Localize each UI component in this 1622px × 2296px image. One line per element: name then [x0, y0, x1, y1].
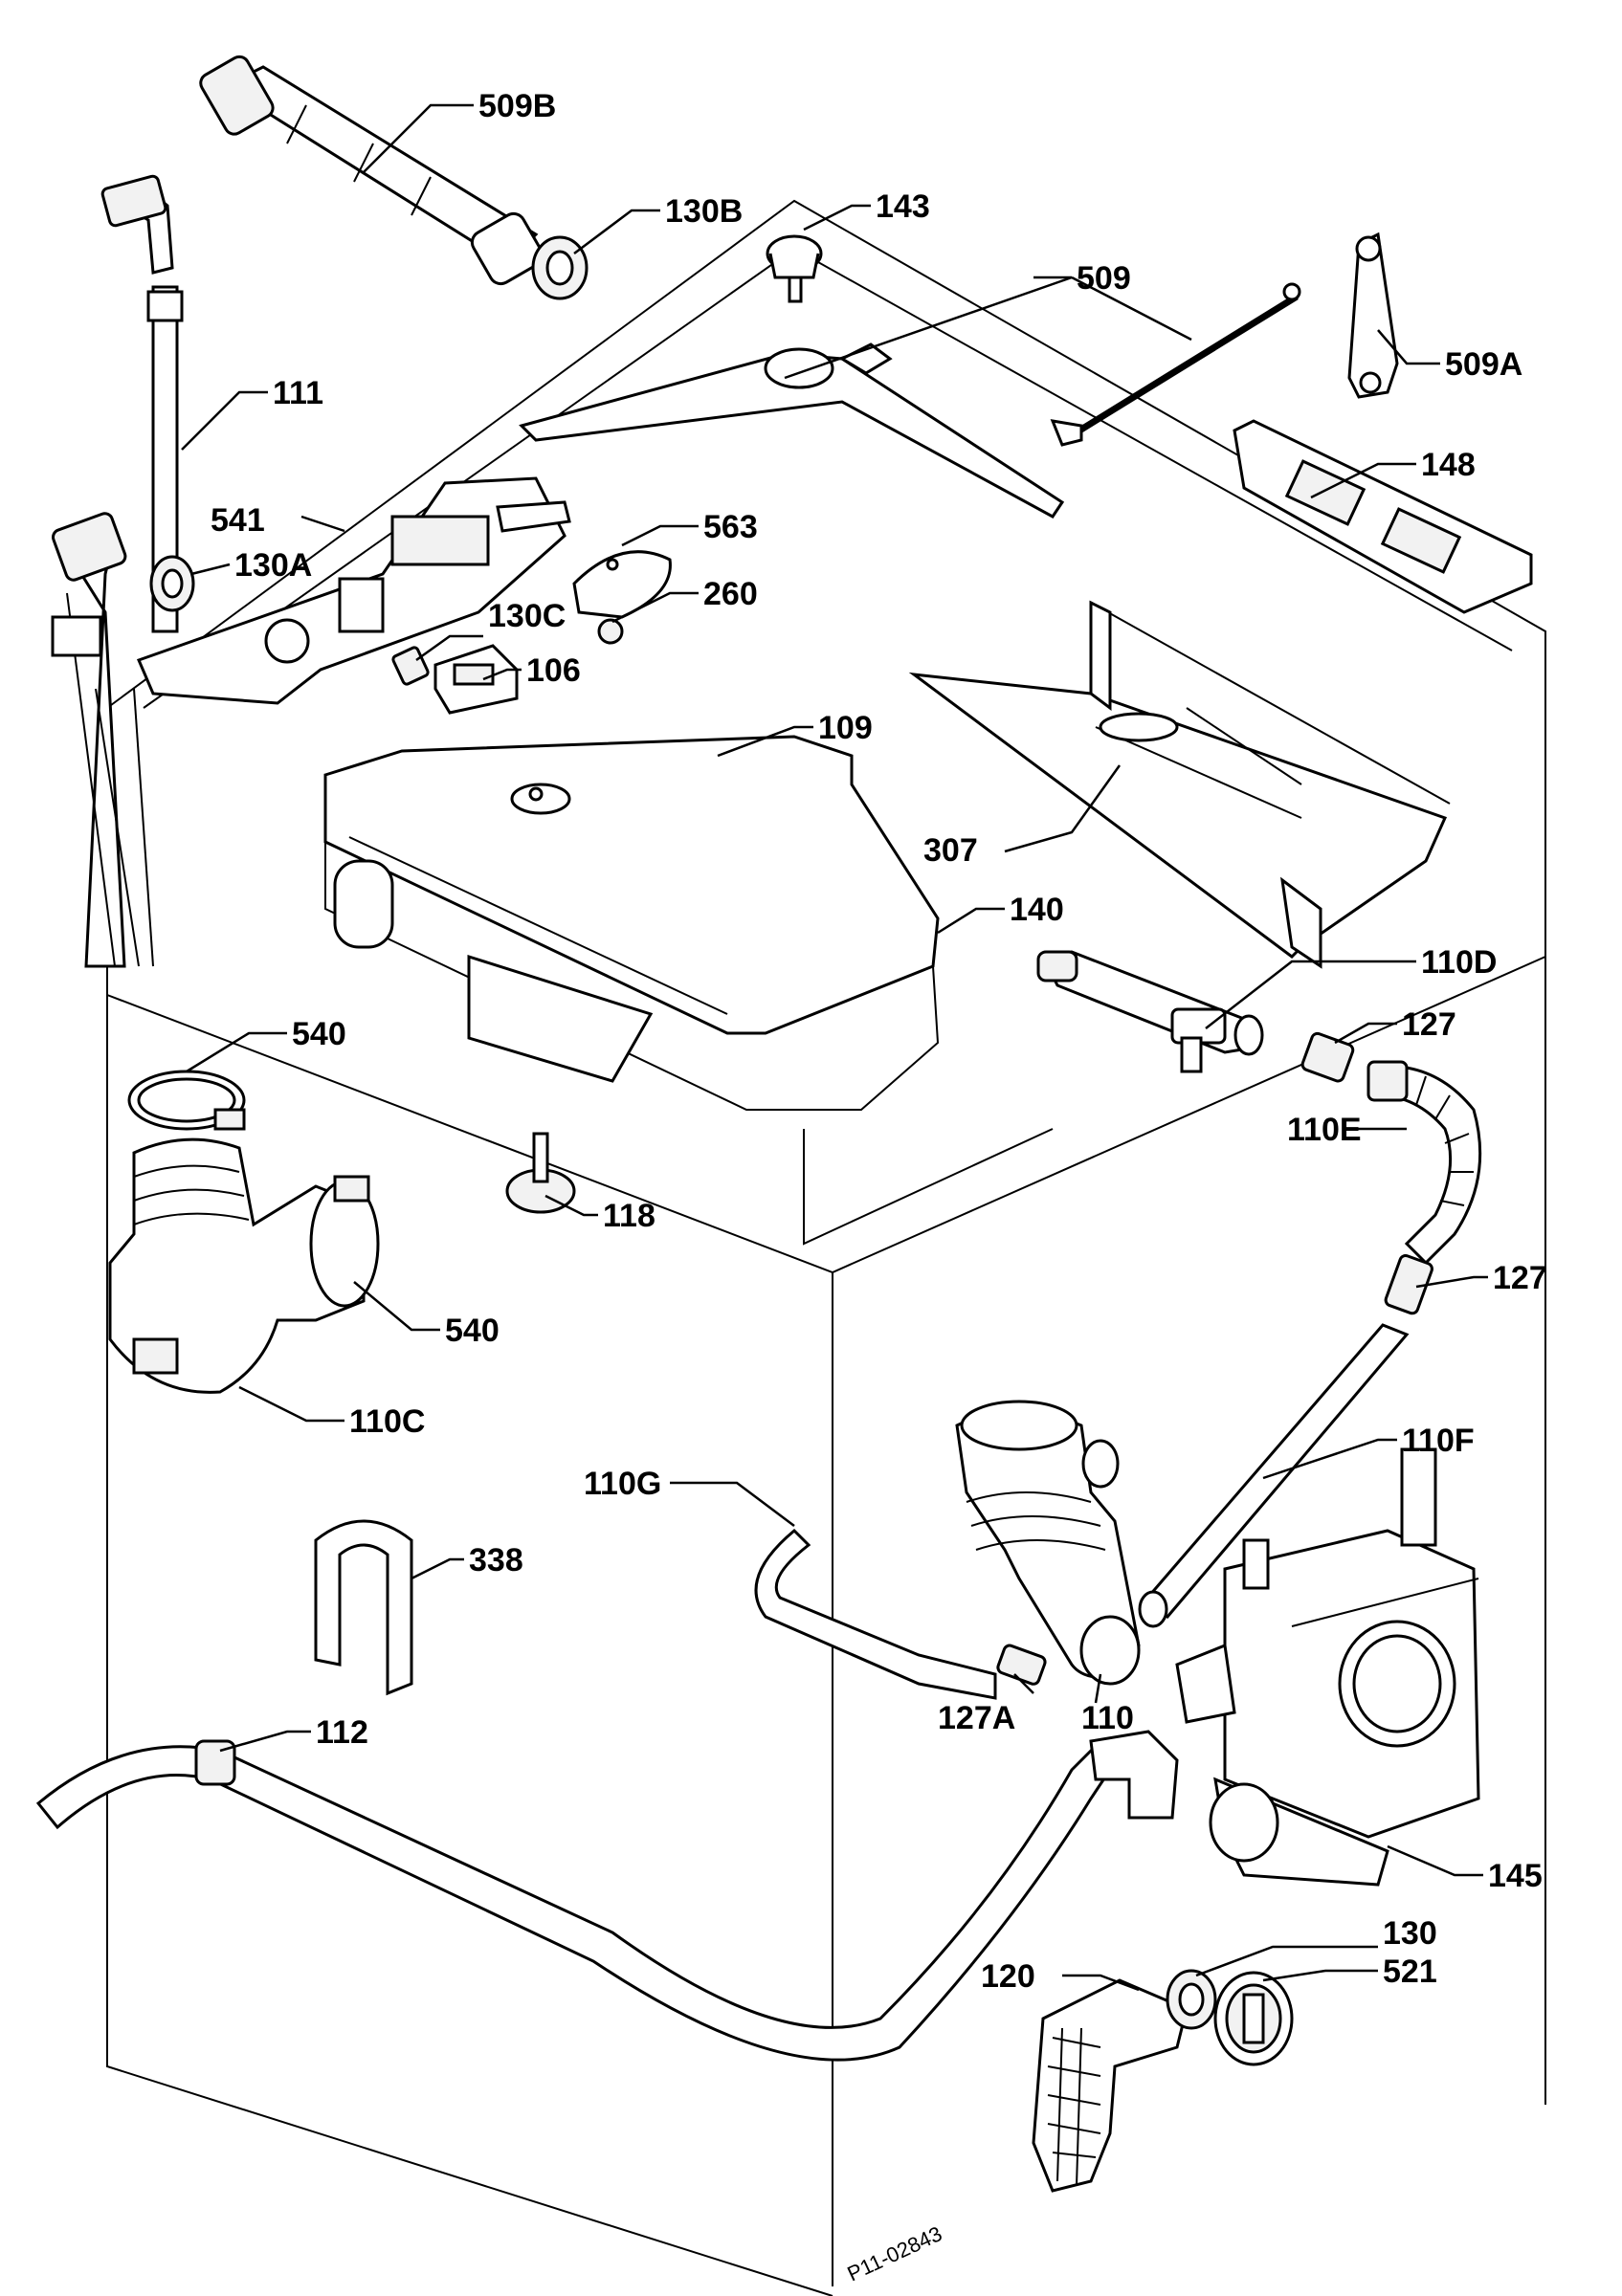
label-338: 338	[469, 1542, 523, 1578]
label-307: 307	[923, 832, 978, 869]
part-110d-t-connector	[1036, 950, 1264, 1073]
label-541: 541	[211, 502, 265, 539]
label-110: 110	[1081, 1700, 1134, 1736]
part-130c-spring	[391, 646, 430, 686]
label-509: 509	[1077, 260, 1131, 297]
label-111: 111	[273, 375, 323, 411]
part-130b-ring	[531, 235, 589, 300]
part-127a-connector	[996, 1644, 1047, 1686]
label-127a: 127A	[938, 1700, 1015, 1736]
label-509a: 509A	[1445, 346, 1522, 383]
part-110e-corrugated-hose	[1366, 1060, 1482, 1266]
label-130: 130	[1383, 1915, 1437, 1952]
label-145: 145	[1488, 1858, 1543, 1894]
label-127-lower: 127	[1493, 1260, 1547, 1296]
label-110c: 110C	[349, 1403, 425, 1440]
label-110g: 110G	[584, 1466, 661, 1502]
part-509-rod	[1050, 282, 1301, 447]
part-338-u-clip	[314, 1519, 413, 1696]
label-130b: 130B	[665, 193, 743, 230]
part-127-upper-connector	[1300, 1031, 1355, 1083]
part-541-valve-bracket	[136, 476, 571, 705]
part-130a-ring	[149, 555, 195, 612]
part-110f-hose	[1138, 1323, 1410, 1628]
label-521: 521	[1383, 1954, 1437, 1990]
label-509b: 509B	[478, 88, 556, 124]
part-106-clip	[433, 644, 519, 715]
part-143-knob	[766, 234, 823, 303]
part-110c-sump-hose	[108, 1137, 366, 1394]
label-110d: 110D	[1421, 944, 1497, 981]
part-145-pump	[1175, 1447, 1480, 1887]
part-120-filter	[1032, 1978, 1189, 2193]
label-540-upper: 540	[292, 1016, 346, 1052]
label-118: 118	[603, 1198, 655, 1234]
label-563: 563	[703, 509, 758, 545]
part-509a-lever	[1347, 232, 1399, 399]
label-130c: 130C	[488, 598, 566, 634]
part-540-upper-clamp	[127, 1070, 246, 1131]
part-111-inlet-hose	[51, 174, 184, 968]
part-127-lower-connector	[1384, 1254, 1433, 1315]
part-labels: 509B 130B 143 509 509A 111 541 130A 563 …	[211, 88, 1547, 1995]
part-118-wheel	[505, 1132, 576, 1214]
part-130-ring	[1166, 1969, 1217, 2030]
part-521-cap	[1213, 1971, 1294, 2066]
part-110-sump-elbow	[955, 1400, 1141, 1686]
label-143: 143	[876, 188, 930, 225]
label-130a: 130A	[234, 547, 312, 584]
part-112-drain-hose	[35, 1730, 1179, 2062]
label-110f: 110F	[1402, 1423, 1475, 1459]
leader-lines	[181, 103, 1488, 1992]
part-307-detergent-drawer	[908, 600, 1451, 969]
part-563-cover-plate	[572, 550, 672, 619]
part-540-lower-clamp	[309, 1175, 380, 1308]
label-106: 106	[526, 652, 581, 689]
label-109: 109	[818, 710, 873, 746]
part-110g-hose	[754, 1528, 997, 1700]
label-127-upper: 127	[1402, 1006, 1456, 1043]
label-140: 140	[1010, 892, 1064, 928]
label-540-lower: 540	[445, 1313, 500, 1349]
part-109-dispenser-housing	[323, 735, 940, 1111]
part-148-drawer-handle	[1233, 419, 1533, 614]
label-112: 112	[316, 1714, 368, 1751]
part-260-spring	[597, 618, 624, 645]
part-509-bracket	[519, 342, 1065, 519]
drawing-code: P11-02843	[844, 2221, 946, 2285]
label-260: 260	[703, 576, 758, 612]
part-509b-inlet-tube	[199, 55, 544, 286]
label-148: 148	[1421, 447, 1476, 483]
label-110e: 110E	[1287, 1112, 1362, 1148]
label-120: 120	[981, 1958, 1035, 1995]
